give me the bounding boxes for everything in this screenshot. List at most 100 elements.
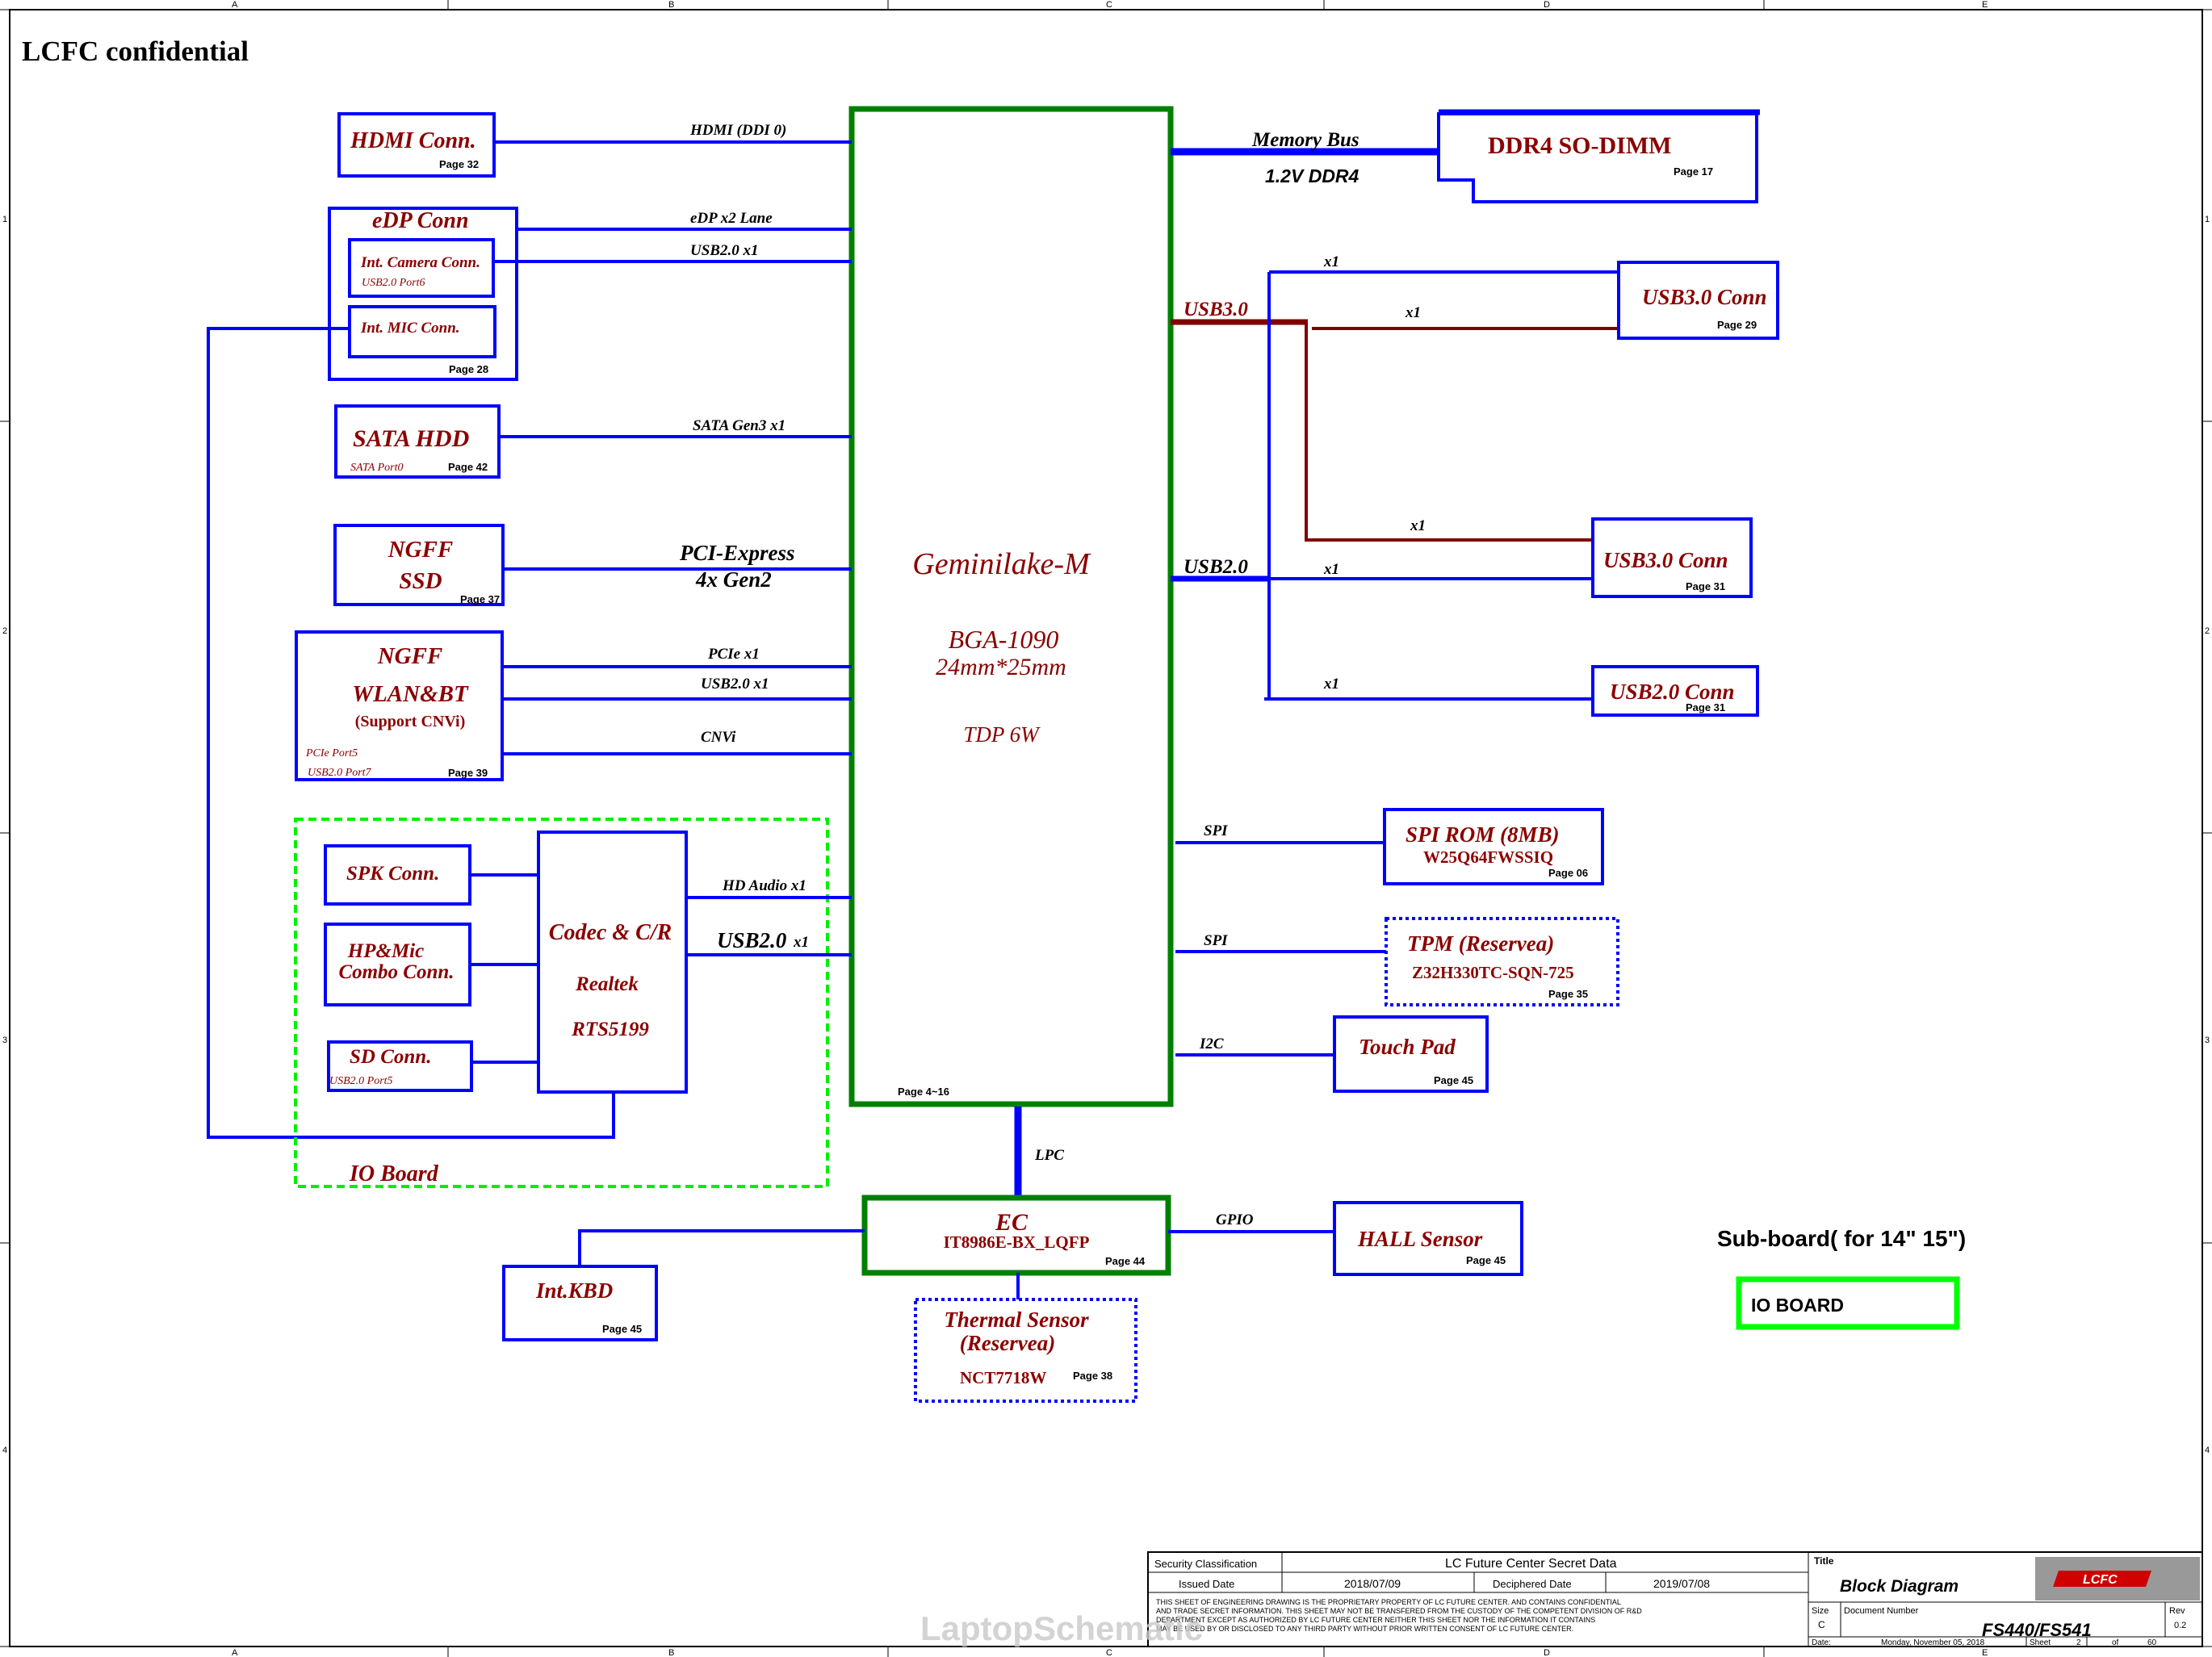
frame-row-2-right: 2 (2205, 626, 2210, 636)
ec-title: EC (995, 1209, 1028, 1236)
size-label: Size (1812, 1606, 1829, 1616)
lpc-bus-label: LPC (1034, 1147, 1064, 1164)
spk-title: SPK Conn. (346, 863, 439, 885)
touchpad-bus-label: I2C (1199, 1036, 1224, 1052)
title-value: Block Diagram (1840, 1577, 1959, 1596)
tpm-part: Z32H330TC-SQN-725 (1412, 963, 1574, 982)
memory-bus-label: Memory Bus (1251, 129, 1359, 151)
wlan-title-3: (Support CNVi) (355, 713, 466, 730)
frame-col-b-bottom: B (668, 1648, 674, 1657)
confidential-header: LCFC confidential (22, 36, 249, 67)
usb3a-hs-x1: x1 (1323, 253, 1339, 270)
hdmi-block (337, 112, 496, 178)
tpm-page: Page 35 (1548, 988, 1588, 1000)
date-label: Date: (1812, 1638, 1831, 1647)
ssd-bus-label-1: PCI-Express (679, 541, 795, 565)
spi-rom-part: W25Q64FWSSIQ (1423, 847, 1553, 867)
wlan-bus-label-1: PCIe x1 (707, 646, 760, 663)
sata-page: Page 42 (448, 461, 488, 473)
cpu-name: Geminilake-M (912, 547, 1091, 581)
frame-col-a: A (232, 0, 238, 10)
rev-value: 0.2 (2174, 1621, 2186, 1630)
docnum-label: Document Number (1844, 1606, 1919, 1616)
hall-block (1333, 1201, 1523, 1276)
wlan-sub-2: USB2.0 Port7 (308, 767, 372, 779)
frame-col-a-bottom: A (232, 1648, 238, 1657)
tpm-title: TPM (Reservea) (1407, 931, 1554, 956)
codec-title-3: RTS5199 (571, 1019, 649, 1040)
usb3a-block (1617, 261, 1779, 340)
edp-title: eDP Conn (372, 208, 469, 233)
camera-block (348, 238, 495, 298)
touchpad-page: Page 45 (1434, 1074, 1473, 1086)
tpm-block (1385, 917, 1619, 1006)
sec-value: LC Future Center Secret Data (1445, 1557, 1617, 1571)
hda-bus-label: HD Audio x1 (722, 877, 806, 894)
usb2-bus-label: USB2.0 (1184, 556, 1248, 578)
spi-rom-title: SPI ROM (8MB) (1406, 822, 1560, 847)
frame-col-e-bottom: E (1982, 1648, 1988, 1657)
frame-col-c: C (1106, 0, 1112, 10)
watermark: LaptopSchematic (920, 1609, 1203, 1647)
ssd-title-1: NGFF (388, 537, 454, 563)
notice-line-3: DEPARTMENT EXCEPT AS AUTHORIZED BY LC FU… (1156, 1616, 1595, 1624)
usb3b-ss-line (1305, 322, 1593, 542)
usb3a-page: Page 29 (1717, 319, 1757, 331)
ssd-page: Page 37 (460, 593, 500, 605)
edp-bus-label: eDP x2 Lane (690, 210, 773, 227)
rev-label: Rev (2169, 1606, 2185, 1616)
wlan-block (295, 630, 504, 781)
of-value: 60 (2147, 1638, 2157, 1647)
usb3a-ss-x1: x1 (1405, 304, 1421, 321)
usb2-title: USB2.0 Conn (1610, 680, 1735, 704)
mic-io-line (207, 327, 615, 1139)
gpio-bus-label: GPIO (1216, 1211, 1254, 1228)
ddr-page: Page 17 (1674, 165, 1713, 178)
frame-col-c-bottom: C (1106, 1648, 1112, 1657)
kbd-title: Int.KBD (535, 1278, 613, 1303)
wlan-bus-label-2: USB2.0 x1 (701, 676, 769, 693)
sd-sub: USB2.0 Port5 (329, 1075, 393, 1087)
of-label: of (2112, 1638, 2119, 1647)
thermal-page: Page 38 (1073, 1370, 1112, 1382)
thermal-title-1: Thermal Sensor (944, 1308, 1089, 1332)
legend-title: Sub-board( for 14" 15") (1717, 1226, 1966, 1251)
frame-row-4: 4 (2, 1446, 7, 1455)
camera-sub: USB2.0 Port6 (362, 277, 425, 289)
cpu-size: 24mm*25mm (936, 654, 1066, 680)
hdmi-page: Page 32 (439, 158, 479, 170)
spi-rom-bus-label: SPI (1204, 822, 1228, 839)
frame-row-1-right: 1 (2205, 215, 2210, 224)
mic-block (348, 305, 496, 358)
io-board-outline (294, 818, 829, 1188)
title-block (1147, 1551, 2203, 1647)
ssd-block (333, 524, 505, 606)
tpm-bus-label: SPI (1204, 932, 1228, 949)
lcfc-logo-mark (2053, 1571, 2151, 1587)
mic-title: Int. MIC Conn. (360, 320, 460, 337)
date-value: Monday, November 05, 2018 (1881, 1638, 1985, 1647)
hall-title: HALL Sensor (1357, 1227, 1483, 1251)
issued-value: 2018/07/09 (1344, 1577, 1401, 1590)
thermal-block (914, 1298, 1137, 1403)
decip-value: 2019/07/08 (1653, 1577, 1710, 1590)
wlan-sub-1: PCIe Port5 (305, 747, 358, 759)
notice-line-1: THIS SHEET OF ENGINEERING DRAWING IS THE… (1156, 1598, 1621, 1606)
thermal-part: NCT7718W (960, 1368, 1046, 1387)
kbd-page: Page 45 (602, 1323, 642, 1335)
lcfc-logo-text: LCFC (2083, 1573, 2118, 1587)
sata-sub: SATA Port0 (350, 462, 403, 474)
codec-title-1: Codec & C/R (549, 920, 672, 945)
sata-title: SATA HDD (353, 425, 469, 452)
legend-io-label: IO BOARD (1751, 1295, 1844, 1316)
codec-block (537, 831, 688, 1094)
codec-title-2: Realtek (575, 973, 639, 995)
notice-line-2: AND TRADE SECRET INFORMATION. THIS SHEET… (1156, 1607, 1642, 1615)
cpu-package: BGA-1090 (949, 625, 1059, 654)
sd-block (327, 1040, 473, 1092)
usb3b-ss-x1: x1 (1410, 517, 1426, 534)
hdmi-title: HDMI Conn. (350, 128, 476, 153)
camera-title: Int. Camera Conn. (360, 254, 480, 271)
ec-part: IT8986E-BX_LQFP (944, 1232, 1090, 1252)
